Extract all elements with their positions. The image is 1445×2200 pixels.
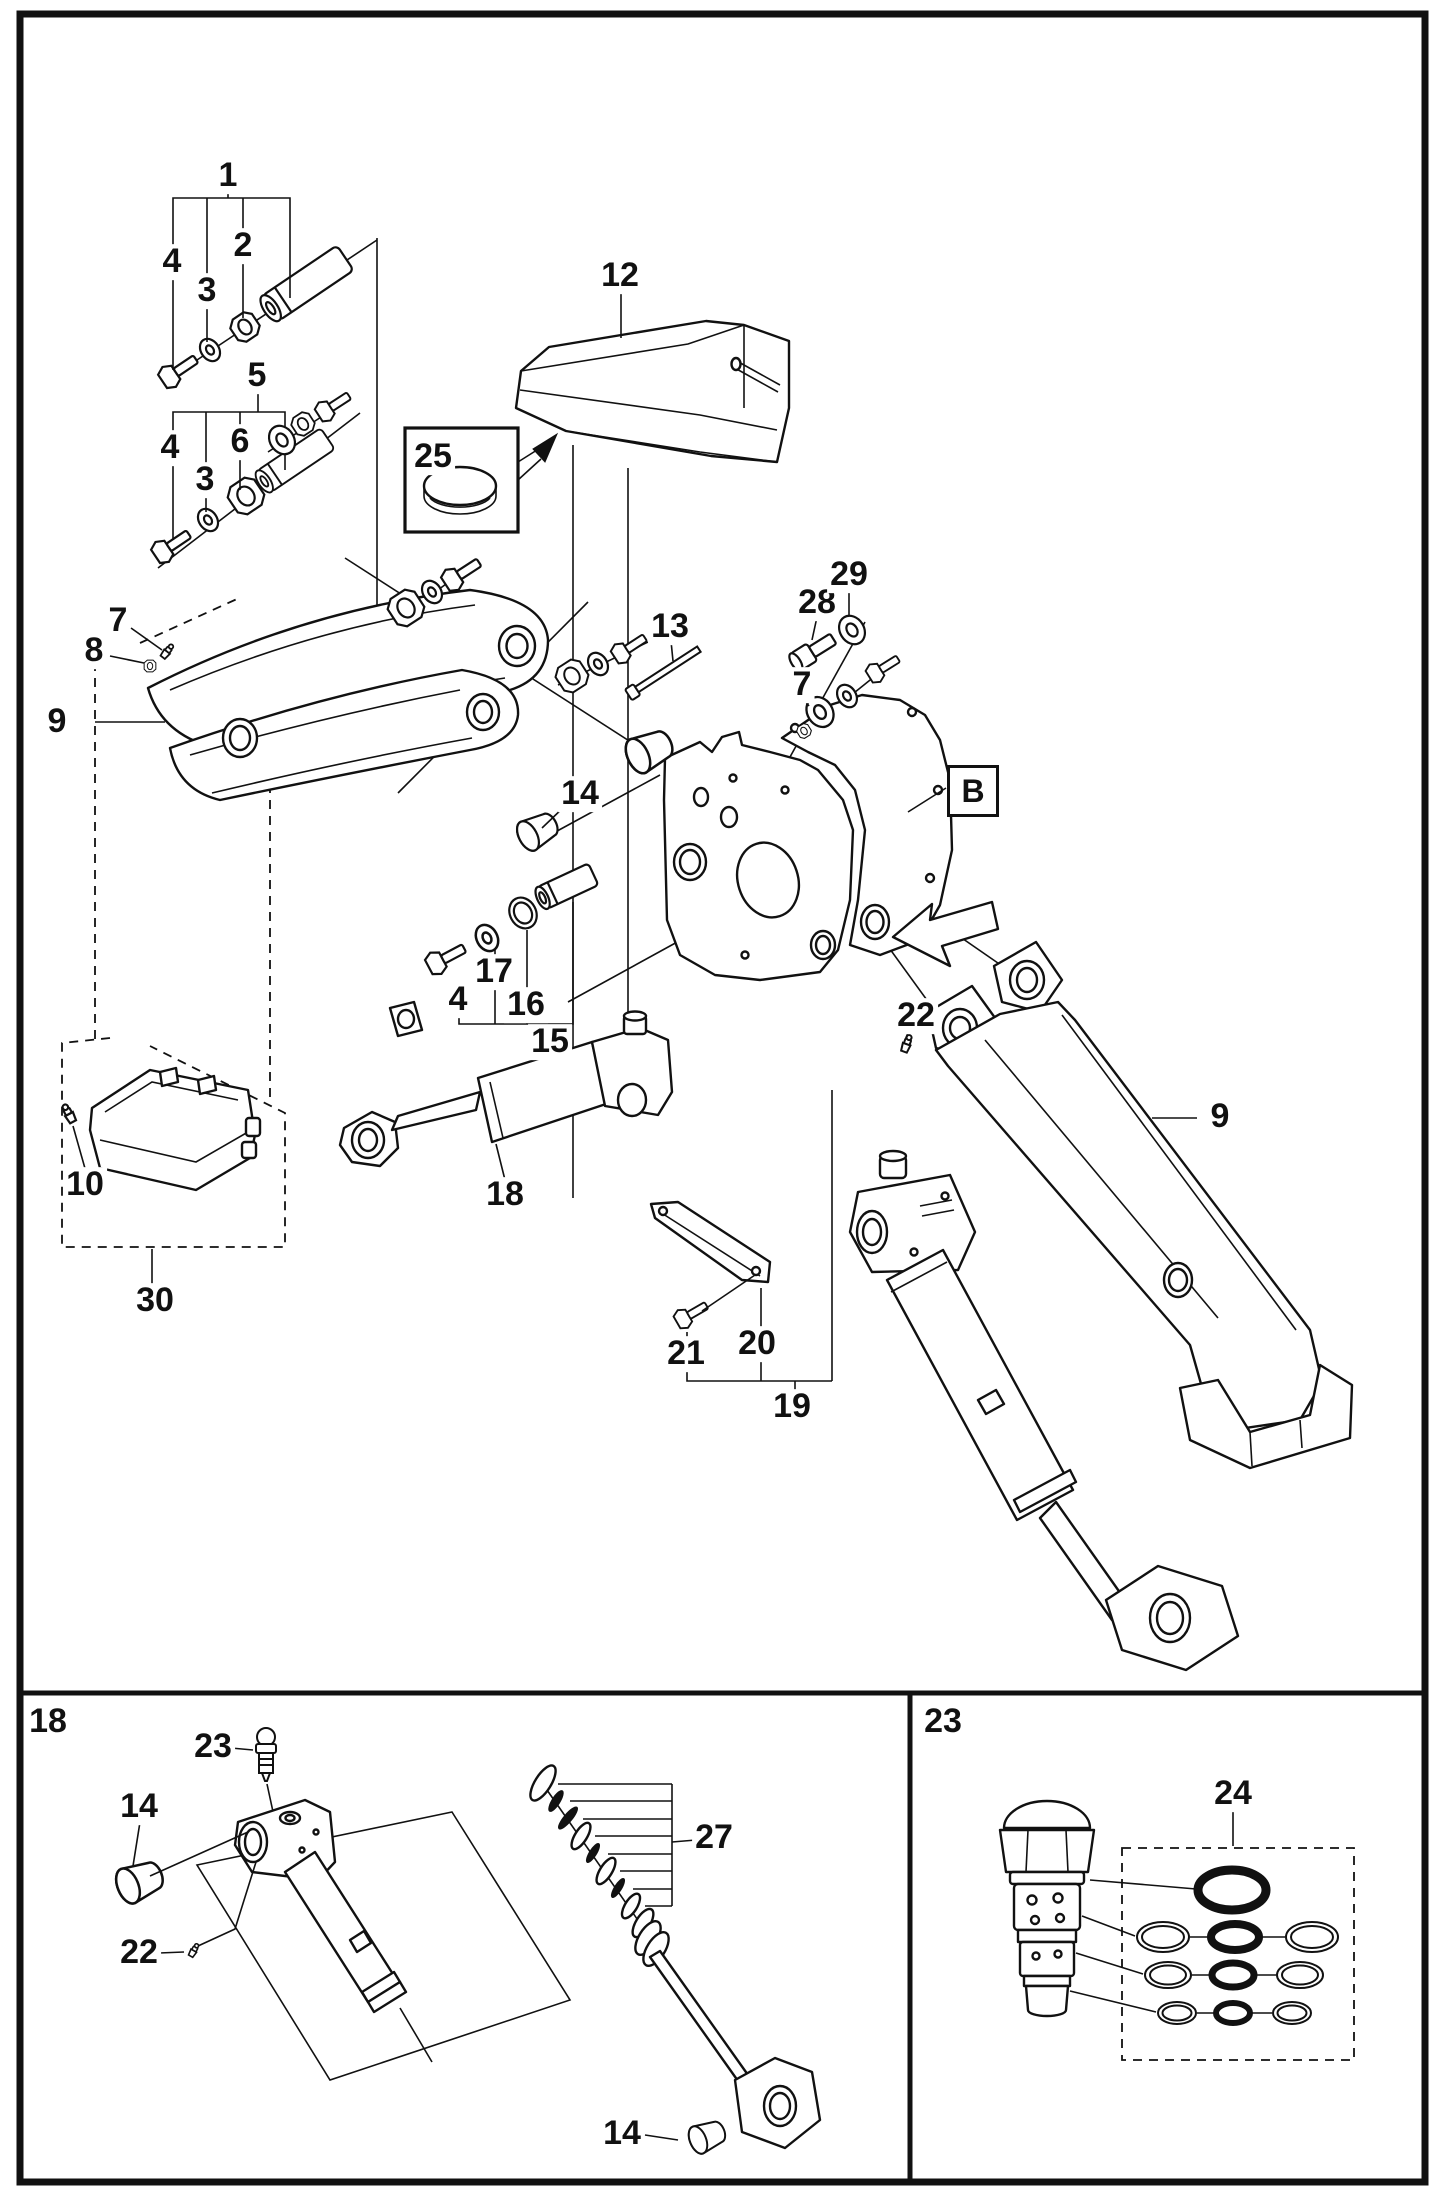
bushings-and-pin-15 [422, 722, 680, 979]
part-18-cylinder-drawing [338, 1000, 674, 1181]
callout-25: 25 [411, 438, 455, 475]
callout-27: 27 [692, 1819, 736, 1856]
callout-23a: 23 [191, 1728, 235, 1765]
callout-1: 1 [215, 157, 241, 194]
callout-9b: 9 [1207, 1098, 1233, 1135]
callout-14a: 14 [558, 775, 602, 812]
callout-17: 17 [472, 953, 516, 990]
part-9-right-arm-drawing [926, 940, 1354, 1470]
callout-7a: 7 [105, 602, 131, 639]
panel-23-valve-detail [998, 1799, 1355, 2061]
panel-label-18: 18 [26, 1703, 70, 1740]
callout-14b: 14 [117, 1788, 161, 1825]
callout-2: 2 [230, 227, 256, 264]
callout-24: 24 [1211, 1775, 1255, 1812]
part-12-cover-drawing [514, 292, 791, 464]
callout-21: 21 [664, 1335, 708, 1372]
callout-4c: 4 [445, 981, 471, 1018]
callout-16: 16 [504, 986, 548, 1023]
left-link-arms-drawing [95, 588, 550, 802]
detail-marker-b: B [947, 765, 999, 817]
callout-4a: 4 [159, 243, 185, 280]
callout-14c: 14 [600, 2115, 644, 2152]
callout-18: 18 [483, 1176, 527, 1213]
callout-5: 5 [244, 357, 270, 394]
callout-6: 6 [227, 423, 253, 460]
bracket-group-1 [172, 186, 291, 370]
right-cylinder-drawing [848, 1149, 1240, 1672]
inset-box-25 [403, 426, 559, 534]
detail-marker-b-label: B [961, 772, 985, 809]
explode-direction-arrow [891, 900, 1000, 968]
part-13-pin [624, 640, 703, 701]
plate-20-and-bolt-21 [649, 1200, 772, 1333]
callout-22a: 22 [894, 997, 938, 1034]
callout-19: 19 [770, 1388, 814, 1425]
panel-18-cylinder-detail [110, 1727, 822, 2158]
callout-30: 30 [133, 1282, 177, 1319]
part-30-tray-drawing [59, 1066, 262, 1290]
seal-kit-27-stack [529, 1764, 822, 2158]
callout-4b: 4 [157, 429, 183, 466]
callout-3a: 3 [194, 272, 220, 309]
callout-9a: 9 [44, 703, 70, 740]
callout-3b: 3 [192, 461, 218, 498]
callout-7b: 7 [789, 666, 815, 703]
callout-20: 20 [735, 1325, 779, 1362]
callout-22b: 22 [117, 1934, 161, 1971]
callout-10: 10 [63, 1166, 107, 1203]
hitch-plate-assembly [662, 693, 954, 982]
callout-8: 8 [81, 632, 107, 669]
callout-13: 13 [648, 608, 692, 645]
panel-borders [16, 10, 1429, 2186]
panel-label-23: 23 [921, 1703, 965, 1740]
callout-12: 12 [598, 257, 642, 294]
callout-15: 15 [528, 1023, 572, 1060]
callout-29: 29 [827, 556, 871, 593]
